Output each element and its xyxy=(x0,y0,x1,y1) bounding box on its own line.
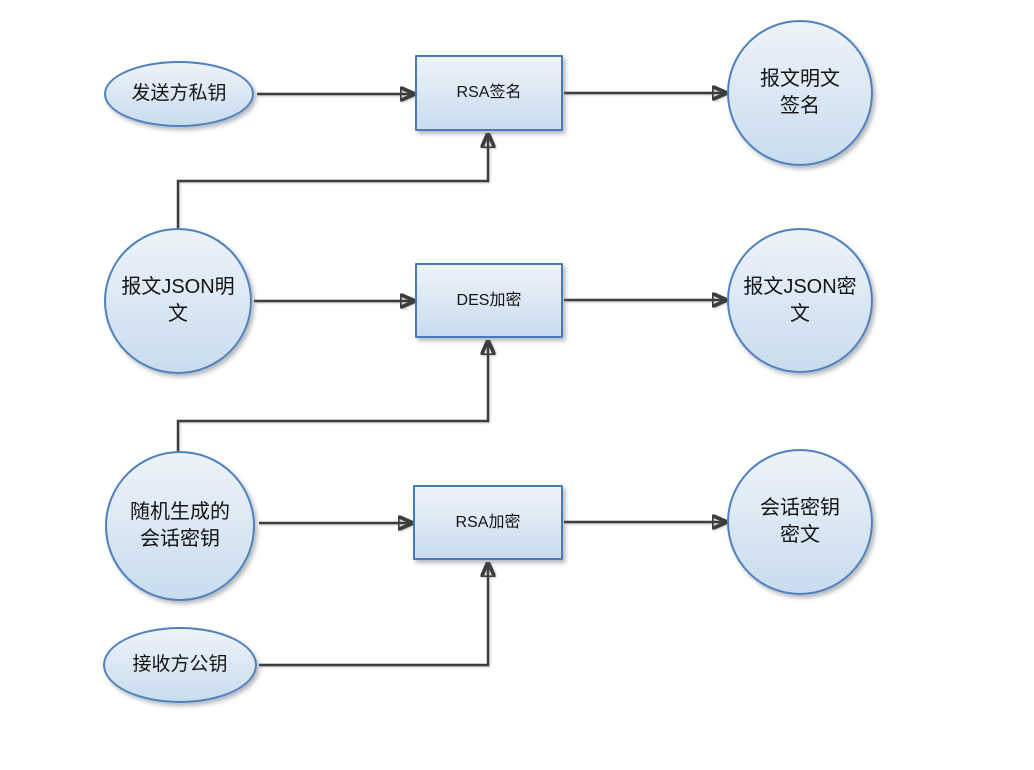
node-sender-private-key: 发送方私钥 xyxy=(104,61,254,127)
node-random-session-key: 随机生成的 会话密钥 xyxy=(105,451,255,601)
node-session-key-ciphertext: 会话密钥 密文 xyxy=(727,449,873,595)
node-message-json-plaintext-label: 报文JSON明 文 xyxy=(121,276,235,325)
node-rsa-sign-label: RSA签名 xyxy=(456,84,522,102)
node-des-encrypt: DES加密 xyxy=(415,263,563,338)
node-rsa-encrypt: RSA加密 xyxy=(413,485,563,560)
node-des-encrypt-label: DES加密 xyxy=(456,291,522,309)
node-message-plaintext-signature: 报文明文 签名 xyxy=(727,20,873,166)
edge-message-json-plaintext-to-rsa-sign xyxy=(176,135,488,230)
node-session-key-ciphertext-label: 会话密钥 密文 xyxy=(760,497,840,546)
node-message-json-ciphertext-label: 报文JSON密 文 xyxy=(743,275,857,325)
node-message-json-ciphertext: 报文JSON密 文 xyxy=(727,228,873,373)
node-rsa-sign: RSA签名 xyxy=(415,55,563,131)
node-receiver-public-key-label: 接收方公钥 xyxy=(132,654,228,676)
node-receiver-public-key: 接收方公钥 xyxy=(103,627,257,703)
node-random-session-key-label: 随机生成的 会话密钥 xyxy=(130,501,230,550)
edge-receiver-public-key-to-rsa-encrypt xyxy=(259,564,488,667)
node-message-plaintext-signature-label: 报文明文 签名 xyxy=(760,68,840,117)
node-rsa-encrypt-label: RSA加密 xyxy=(455,513,521,531)
node-message-json-plaintext: 报文JSON明 文 xyxy=(104,228,252,374)
node-sender-private-key-label: 发送方私钥 xyxy=(131,83,227,105)
edge-random-session-key-to-des-encrypt xyxy=(176,342,488,453)
